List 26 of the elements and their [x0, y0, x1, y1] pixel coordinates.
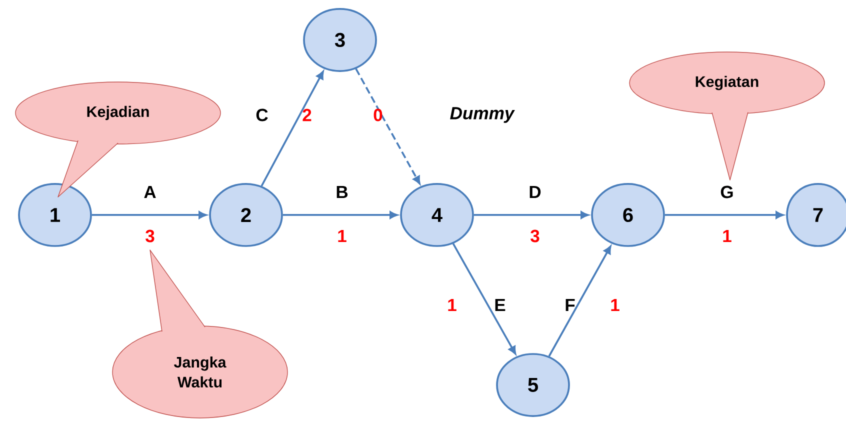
arrow [355, 68, 420, 184]
duration-number: 1 [338, 230, 346, 242]
edge-label: E [495, 298, 506, 312]
edge-label: F [566, 298, 575, 312]
annotation-text: Dummy [450, 107, 515, 123]
duration-number: 0 [374, 108, 382, 122]
edge-label: D [530, 186, 541, 198]
edge-label: B [336, 186, 348, 198]
arrow [452, 243, 516, 354]
callout-bubble: Jangka Waktu [112, 250, 288, 418]
duration-number: 1 [723, 230, 732, 242]
edge-label: G [720, 186, 733, 198]
duration-number: 1 [611, 298, 620, 312]
arrow [282, 211, 398, 219]
arrow [92, 211, 207, 219]
duration-number: 1 [448, 298, 456, 312]
duration-number: 2 [302, 108, 312, 122]
arrow [260, 70, 324, 186]
edge-label: A [144, 186, 156, 198]
arrow [664, 211, 784, 219]
duration-number: 3 [146, 230, 154, 242]
edge-label: C [256, 108, 268, 122]
duration-number: 3 [530, 230, 540, 242]
arrow [548, 246, 612, 357]
callout-bubble: Kegiatan [629, 52, 825, 180]
arrow [474, 211, 589, 219]
